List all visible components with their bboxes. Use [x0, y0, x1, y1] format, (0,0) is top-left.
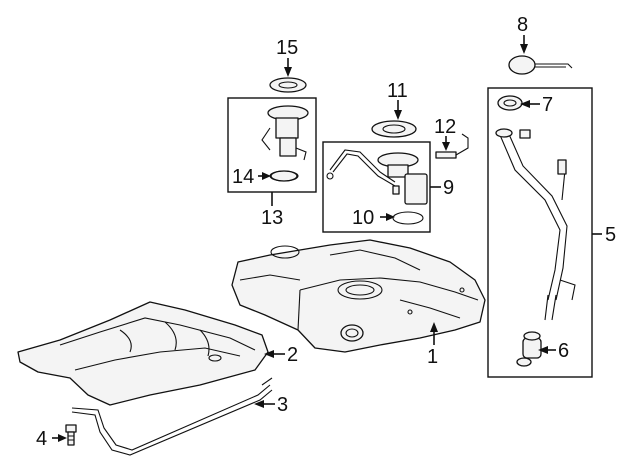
- bolt: [65, 424, 77, 446]
- callout-2: 2: [287, 344, 298, 366]
- callout-3: 3: [277, 394, 288, 416]
- callout-9: 9: [443, 177, 454, 199]
- sensor-12: [435, 133, 469, 159]
- callout-12: 12: [434, 116, 456, 138]
- callout-1: 1: [427, 346, 438, 368]
- pump-seal-10: [392, 211, 424, 225]
- callout-10: 10: [352, 207, 374, 229]
- leader-lines: [52, 35, 602, 442]
- fuel-cap-8: [508, 55, 573, 75]
- callout-7: 7: [542, 94, 553, 116]
- lock-ring-11: [371, 120, 417, 138]
- callout-4: 4: [36, 428, 47, 450]
- callout-5: 5: [605, 224, 616, 246]
- callout-8: 8: [517, 14, 528, 36]
- callout-15: 15: [276, 37, 298, 59]
- heat-shield: [17, 301, 269, 406]
- tank-strap: [71, 377, 273, 456]
- filler-ring-7: [497, 95, 523, 111]
- fuel-sender-module: [261, 105, 309, 182]
- filler-pipe-box-5: [487, 87, 593, 378]
- filler-hose-6: [516, 331, 542, 367]
- filler-pipe-5: [495, 128, 576, 321]
- callout-13: 13: [261, 207, 283, 229]
- fuel-tank: [231, 239, 486, 353]
- lock-ring-15: [269, 77, 307, 93]
- fuel-pump-module: [326, 149, 428, 205]
- callout-11: 11: [387, 80, 408, 102]
- callout-14: 14: [232, 166, 254, 188]
- callout-6: 6: [558, 340, 569, 362]
